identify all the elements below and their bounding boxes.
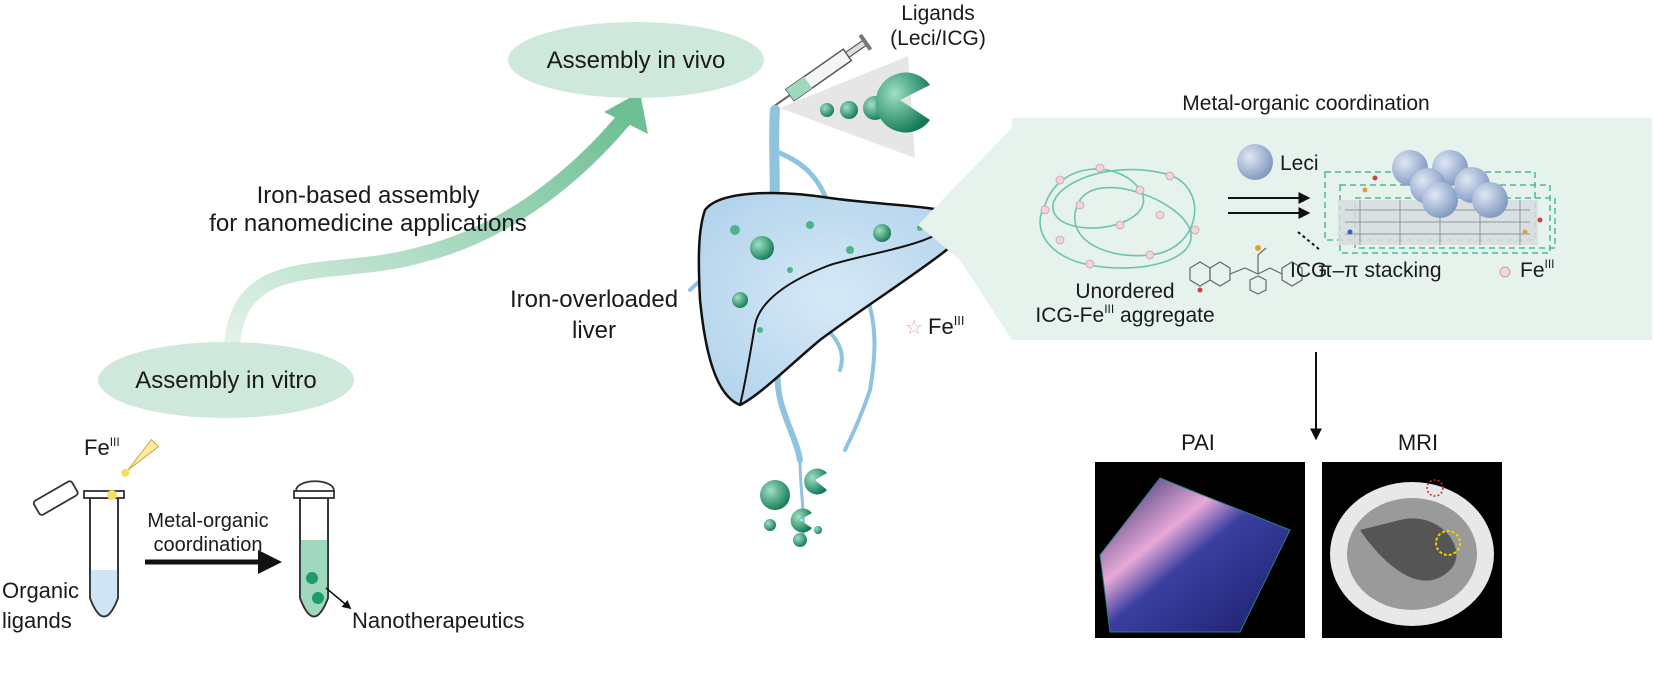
mri-marker-yellow (1435, 530, 1461, 556)
tube-nanotherapeutics (293, 480, 335, 618)
pi-stacking-arrow (1297, 231, 1321, 251)
liver-nanoparticles (730, 221, 923, 333)
unordered-line2: ICG-FeIII aggregate (1035, 302, 1214, 327)
liver-line1: Iron-overloaded (510, 286, 678, 313)
coordination-arrow-head (258, 550, 282, 574)
pi-stacking-label: π–π stacking (1318, 259, 1442, 282)
icg-oxygen-dot (1197, 287, 1203, 293)
liver-lobe-line (739, 214, 963, 406)
icg-molecule (1189, 247, 1303, 295)
iron-based-line2: for nanomedicine applications (209, 210, 527, 237)
zoom-wedge (918, 128, 1012, 340)
metal-organic-line1: Metal-organic (147, 510, 268, 532)
pipette-icon (121, 438, 160, 477)
unordered-line1: Unordered (1075, 280, 1174, 303)
fe-tube-label: FeIII (84, 435, 120, 460)
curved-arrow (224, 110, 633, 353)
pai-volume (1100, 478, 1290, 632)
assembly-in-vitro-label: Assembly in vitro (135, 367, 316, 394)
tube-organic-ligands (32, 480, 125, 618)
assembly-in-vivo-bubble (508, 22, 764, 98)
organic-line2: ligands (2, 608, 72, 633)
mri-label: MRI (1398, 430, 1438, 455)
assembly-in-vivo-label: Assembly in vivo (547, 47, 726, 74)
assembly-in-vitro-bubble (98, 342, 354, 418)
leci-label: Leci (1280, 152, 1319, 175)
fe-star-icon: ☆ (905, 315, 923, 339)
pai-label: PAI (1181, 430, 1215, 455)
liver-line2: liver (572, 317, 616, 344)
excreted-particles (760, 468, 827, 547)
curved-arrow-head (604, 92, 648, 134)
mri-dark-region (1360, 518, 1457, 581)
pacman-nanoparticle (875, 72, 930, 133)
fe-legend-label: FeIII (1520, 257, 1555, 282)
iron-based-line1: Iron-based assembly (257, 182, 480, 209)
unordered-aggregate (1039, 163, 1200, 269)
organic-line1: Organic (2, 578, 79, 603)
mri-marker-red (1426, 479, 1444, 497)
icg-sulfonate-dot (1255, 245, 1261, 251)
pai-volume-outline (1099, 477, 1291, 633)
metal-organic-line2: coordination (154, 534, 263, 556)
ligands-line1: Ligands (901, 2, 975, 25)
stacked-structure (1324, 150, 1556, 254)
small-ball (820, 103, 834, 117)
fe-liver-label: FeIII (928, 313, 965, 339)
ligands-line2: (Leci/ICG) (890, 27, 986, 50)
fe-drop (107, 490, 117, 500)
icg-label: ICG (1290, 259, 1327, 282)
metal-organic-coord-title: Metal-organic coordination (1182, 92, 1429, 115)
medium-ball (840, 101, 858, 119)
nanotherapeutics-label: Nanotherapeutics (352, 608, 524, 633)
fe-legend-dot-icon (1499, 266, 1511, 278)
leci-ball-icon (1237, 144, 1273, 180)
nanotherapeutics-pointer (325, 587, 352, 610)
